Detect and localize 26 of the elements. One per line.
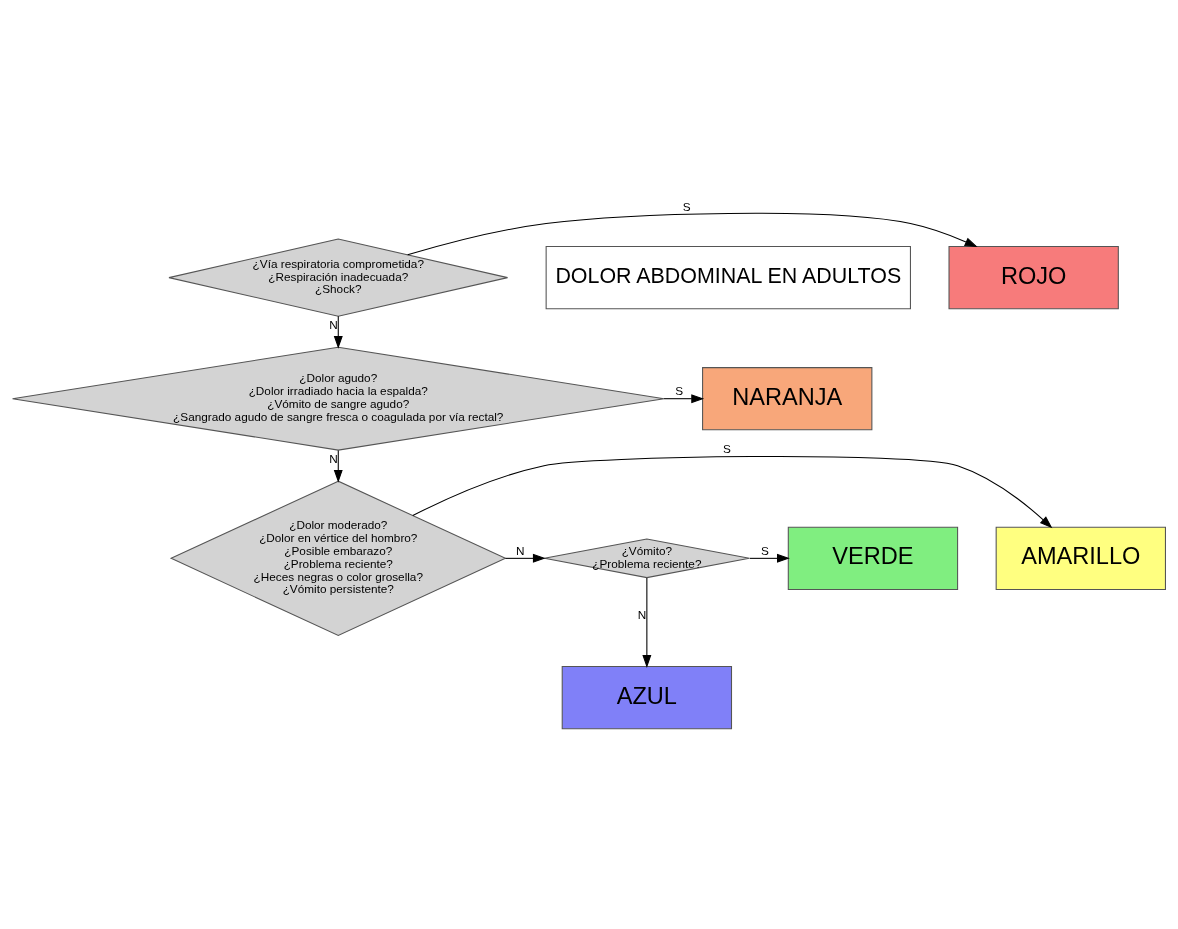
edge-label: N — [515, 543, 525, 557]
node-box: ROJO — [948, 245, 1119, 309]
arrow — [642, 576, 652, 668]
arrow — [407, 212, 978, 255]
node-box: VERDE — [787, 526, 959, 590]
arrow — [333, 315, 343, 349]
node-diamond: ¿Vía respiratoria comprometida? ¿Respiración inadecuada? ¿Shock? — [168, 238, 509, 317]
node-box: AMARILLO — [995, 526, 1166, 590]
edge-label: S — [760, 543, 769, 557]
node-diamond: ¿Vómito? ¿Problema reciente? — [543, 538, 750, 578]
node-diamond: ¿Dolor agudo? ¿Dolor irradiado hacia la espalda? ¿Vómito de sangre agudo? ¿Sangrado agudo de sangre fresca o coagulada por vía rectal? — [12, 346, 665, 451]
arrow — [412, 455, 1053, 528]
arrow — [333, 449, 343, 483]
edge-label: N — [637, 607, 647, 621]
arrow — [505, 553, 546, 563]
edge-label: N — [329, 451, 338, 465]
edge-label: N — [329, 317, 338, 331]
node-box: NARANJA — [702, 366, 873, 430]
arrow — [663, 393, 705, 403]
node-box: AZUL — [561, 665, 733, 729]
arrow — [749, 553, 790, 563]
edge-label: S — [675, 383, 684, 397]
edge-label: S — [723, 441, 731, 455]
node-diamond: ¿Dolor moderado? ¿Dolor en vértice del hombro? ¿Posible embarazo? ¿Problema reciente? ¿Heces negras o color grosella? ¿Vómito persistente? — [169, 480, 507, 636]
node-box: DOLOR ABDOMINAL EN ADULTOS — [545, 245, 911, 309]
edge-label: S — [682, 199, 691, 213]
